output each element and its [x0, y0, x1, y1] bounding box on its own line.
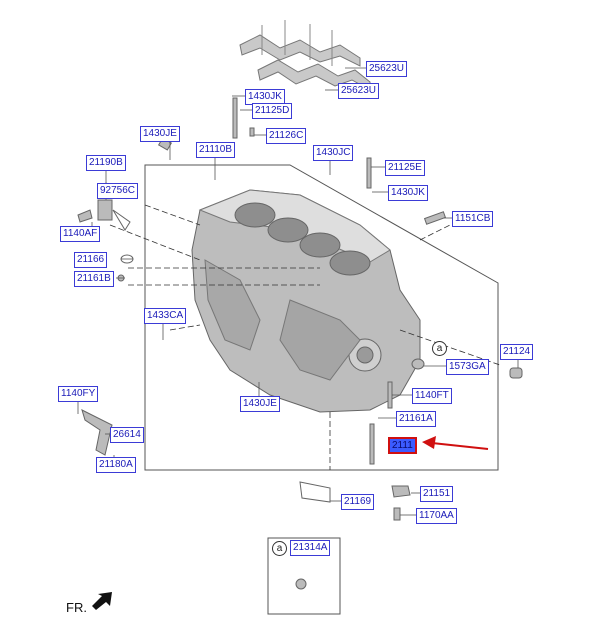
part-label-21169[interactable]: 21169 [341, 494, 375, 510]
part-label-25623u[interactable]: 25623U [366, 61, 408, 77]
front-direction-label: FR. [66, 600, 87, 615]
bearing-caps-illustration [239, 20, 371, 91]
part-label-1433ca[interactable]: 1433CA [144, 308, 187, 324]
part-label-21190b[interactable]: 21190B [86, 155, 126, 171]
part-label-21161b[interactable]: 21161B [74, 271, 114, 287]
part-label-21151[interactable]: 21151 [420, 486, 454, 502]
part-label-21110b[interactable]: 21110B [196, 142, 235, 158]
part-label-1430je[interactable]: 1430JE [140, 126, 180, 142]
part-label-21314a[interactable]: 21314A [290, 540, 331, 556]
part-label-1151cb[interactable]: 1151CB [452, 211, 494, 227]
highlight-arrow [422, 436, 489, 450]
part-label-21166[interactable]: 21166 [74, 252, 108, 268]
part-label-1573ga[interactable]: 1573GA [446, 359, 489, 375]
part-label-1140ft[interactable]: 1140FT [412, 388, 452, 404]
callout-ref-circle: a [272, 541, 287, 556]
part-label-2111-highlighted[interactable]: 2111 [388, 437, 417, 454]
part-label-21180a[interactable]: 21180A [96, 457, 136, 473]
assembly-frame [144, 164, 499, 471]
front-direction-arrow [92, 592, 112, 610]
part-label-26614[interactable]: 26614 [110, 427, 144, 443]
part-label-1140af[interactable]: 1140AF [60, 226, 101, 242]
small-parts [77, 97, 523, 590]
part-label-21125e[interactable]: 21125E [385, 160, 425, 176]
part-label-21124[interactable]: 21124 [500, 344, 534, 360]
detail-box [267, 537, 341, 615]
callout-ref-circle: a [432, 341, 447, 356]
part-label-92756c[interactable]: 92756C [97, 183, 139, 199]
part-label-21126c[interactable]: 21126C [266, 128, 307, 144]
part-label-21125d[interactable]: 21125D [252, 103, 293, 119]
part-label-21161a[interactable]: 21161A [396, 411, 436, 427]
part-label-1430jc[interactable]: 1430JC [313, 145, 354, 161]
part-label-1430je[interactable]: 1430JE [240, 396, 280, 412]
part-label-1140fy[interactable]: 1140FY [58, 386, 99, 402]
part-label-25623u[interactable]: 25623U [338, 83, 380, 99]
engine-block-illustration [191, 189, 421, 413]
part-label-1170aa[interactable]: 1170AA [416, 508, 457, 524]
part-label-1430jk[interactable]: 1430JK [388, 185, 428, 201]
